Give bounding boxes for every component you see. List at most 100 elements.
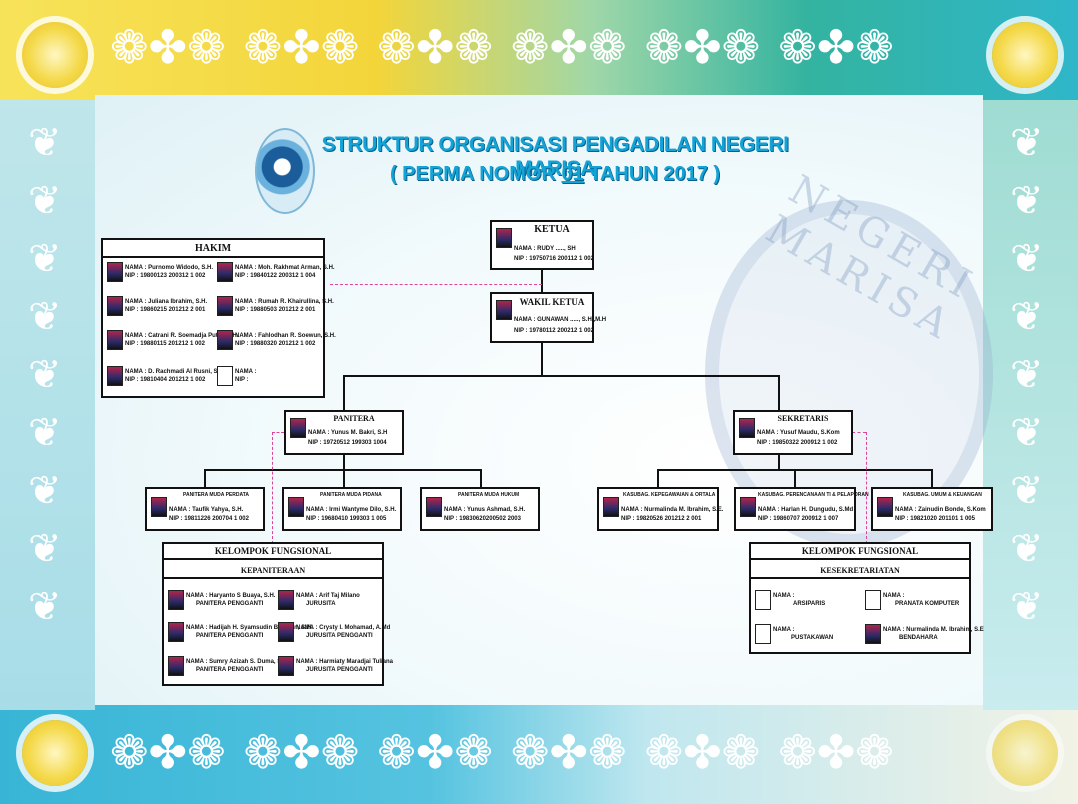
floral-ornament-icon: ❦ — [1010, 294, 1044, 340]
staff-nama: NAMA : — [883, 593, 905, 599]
hakim-nip: NIP : 19840122 200312 1 004 — [235, 273, 316, 279]
right-border — [983, 100, 1078, 710]
staff-nama: NAMA : Sumry Azizah S. Duma, S.H — [186, 659, 288, 665]
staff-nip: NIP : 19680410 199303 1 005 — [306, 516, 387, 522]
staff-photo — [288, 497, 304, 517]
staff-nama: NAMA : Taufik Yahya, S.H. — [169, 507, 244, 513]
top-ornament-row: ❁✤❁❁✤❁❁✤❁❁✤❁❁✤❁❁✤❁ — [110, 20, 894, 74]
floral-ornament-icon: ❦ — [28, 178, 62, 224]
panitera-heading: PANITERA — [333, 414, 375, 423]
connector-line — [343, 469, 345, 487]
fungsional-kesekretariatan-box: KELOMPOK FUNGSIONAL KESEKRETARIATAN NAMA… — [749, 542, 984, 654]
connector-line — [343, 375, 345, 410]
hakim-photo — [107, 296, 123, 316]
connector-line — [541, 343, 543, 376]
staff-jabatan: JURUSITA — [306, 601, 336, 607]
connector-line — [657, 469, 659, 487]
kasubag-box: KASUBAG. KEPEGAWAIAN & ORTALA NAMA : Nur… — [597, 487, 723, 531]
staff-photo — [877, 497, 893, 517]
right-ornament-column: ❦❦❦❦❦❦❦❦❦ — [1010, 120, 1044, 630]
floral-ornament-icon: ❦ — [1010, 584, 1044, 630]
ketua-nip: NIP : 19750716 200112 1 002 — [514, 256, 594, 262]
hakim-photo-placeholder — [217, 366, 233, 386]
floral-ornament-icon: ❦ — [1010, 410, 1044, 456]
staff-photo — [168, 656, 184, 676]
staff-photo — [603, 497, 619, 517]
staff-nip: NIP : 19860707 200912 1 007 — [758, 516, 839, 522]
staff-photo — [278, 622, 294, 642]
staff-photo — [151, 497, 167, 517]
corner-flower-icon — [22, 720, 88, 786]
connector-line — [778, 455, 780, 470]
left-border — [0, 100, 95, 710]
wakil-ketua-heading: WAKIL KETUA — [519, 297, 585, 307]
staff-photo — [278, 656, 294, 676]
floral-ornament-icon: ❁✤❁ — [644, 20, 761, 74]
floral-ornament-icon: ❁✤❁ — [377, 20, 493, 74]
panitera-photo — [290, 418, 306, 438]
staff-jabatan: PANITERA PENGGANTI — [196, 667, 264, 673]
staff-nama: NAMA : Irmi Wantyme Dilo, S.H. — [306, 507, 397, 513]
corner-flower-icon — [22, 22, 88, 88]
floral-ornament-icon: ❁✤❁ — [778, 20, 894, 74]
connector-line — [343, 455, 345, 470]
staff-nip: NIP : 19830620200502 2003 — [444, 516, 521, 522]
unit-heading: KASUBAG. KEPEGAWAIAN & ORTALA — [623, 492, 716, 498]
staff-nama: NAMA : — [773, 627, 795, 633]
staff-nama: NAMA : Nurmalinda M. Ibrahim, S.E. — [621, 507, 724, 513]
staff-photo-placeholder — [755, 624, 771, 644]
floral-ornament-icon: ❁✤❁ — [110, 725, 226, 779]
kasubag-box: KASUBAG. UMUM & KEUANGAN NAMA : Zainudin… — [871, 487, 993, 531]
fungsional-heading: KELOMPOK FUNGSIONAL — [751, 546, 969, 560]
hakim-nama: NAMA : Rumah R. Khairullina, S.H. — [235, 299, 334, 305]
corner-flower-icon — [992, 22, 1058, 88]
floral-ornament-icon: ❁✤❁ — [110, 20, 226, 74]
floral-ornament-icon: ❦ — [28, 468, 62, 514]
connector-line — [794, 469, 796, 487]
left-ornament-column: ❦❦❦❦❦❦❦❦❦ — [28, 120, 62, 630]
floral-ornament-icon: ❁✤❁ — [377, 725, 493, 779]
floral-ornament-icon: ❦ — [1010, 178, 1044, 224]
connector-line — [778, 375, 780, 410]
staff-photo — [426, 497, 442, 517]
floral-ornament-icon: ❦ — [1010, 236, 1044, 282]
ketua-box: KETUA NAMA : RUDY ....., SH NIP : 197507… — [490, 220, 594, 270]
coordination-dashed-line — [852, 432, 866, 433]
top-border — [0, 0, 1078, 110]
floral-ornament-icon: ❦ — [28, 352, 62, 398]
hakim-nip: NIP : 19800123 200312 1 002 — [125, 273, 206, 279]
staff-photo-placeholder — [865, 590, 881, 610]
floral-ornament-icon: ❦ — [28, 410, 62, 456]
staff-photo-placeholder — [755, 590, 771, 610]
staff-nip: NIP : 19811226 200704 1 002 — [169, 516, 249, 522]
staff-photo — [740, 497, 756, 517]
unit-heading: KASUBAG. PERENCANAAN TI & PELAPORAN — [758, 492, 869, 498]
hakim-nip: NIP : 19880503 201212 2 001 — [235, 307, 316, 313]
hakim-nip: NIP : 19880115 201212 1 002 — [125, 341, 205, 347]
bottom-border — [0, 700, 1078, 804]
staff-photo — [168, 590, 184, 610]
staff-nama: NAMA : Hadijah H. Syamsudin Bujuhan, S.H… — [186, 625, 313, 631]
floral-ornament-icon: ❁✤❁ — [243, 725, 360, 779]
coordination-dashed-line — [330, 284, 542, 285]
staff-jabatan: PUSTAKAWAN — [791, 635, 834, 641]
fungsional-subheading: KESEKRETARIATAN — [751, 566, 969, 579]
floral-ornament-icon: ❦ — [1010, 352, 1044, 398]
connector-line — [343, 375, 779, 377]
hakim-nip: NIP : 19860215 201212 2 001 — [125, 307, 206, 313]
hakim-nama: NAMA : Purnomo Widodo, S.H. — [125, 265, 214, 271]
staff-jabatan: ARSIPARIS — [793, 601, 826, 607]
wakil-ketua-box: WAKIL KETUA NAMA : GUNAWAN ....., S.H.,M… — [490, 292, 606, 343]
hakim-photo — [217, 262, 233, 282]
hakim-photo — [107, 366, 123, 386]
hakim-photo — [107, 262, 123, 282]
hakim-nama: NAMA : — [235, 369, 257, 375]
connector-line — [204, 469, 481, 471]
ketua-photo — [496, 228, 512, 248]
floral-ornament-icon: ❦ — [1010, 468, 1044, 514]
connector-line — [931, 469, 933, 487]
wakil-ketua-nip: NIP : 19780112 200212 1 002 — [514, 328, 594, 334]
chart-title: STRUKTUR ORGANISASI PENGADILAN NEGERI MA… — [321, 133, 789, 180]
hakim-photo — [217, 296, 233, 316]
staff-photo — [168, 622, 184, 642]
